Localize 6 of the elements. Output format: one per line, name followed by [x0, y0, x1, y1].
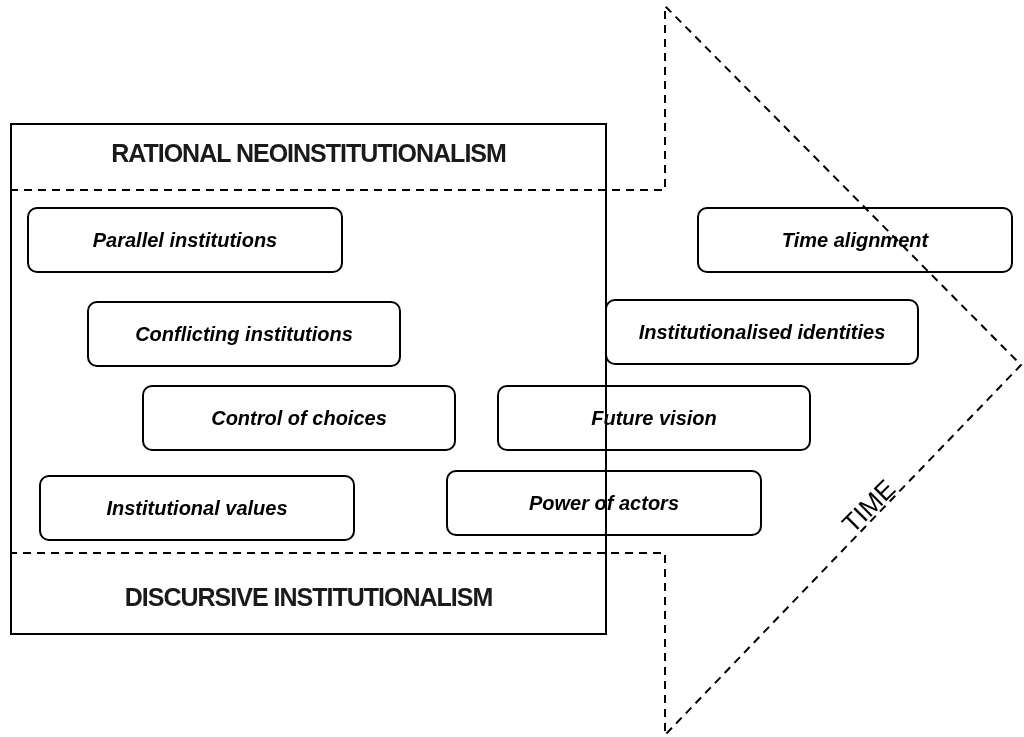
- concept-box: Institutional values: [39, 475, 355, 541]
- heading-text: DISCURSIVE INSTITUTIONALISM: [123, 583, 494, 612]
- concept-box: Conflicting institutions: [87, 301, 401, 367]
- concept-box: Parallel institutions: [27, 207, 343, 273]
- heading-text: RATIONAL NEOINSTITUTIONALISM: [110, 139, 507, 168]
- concept-box: Control of choices: [142, 385, 456, 451]
